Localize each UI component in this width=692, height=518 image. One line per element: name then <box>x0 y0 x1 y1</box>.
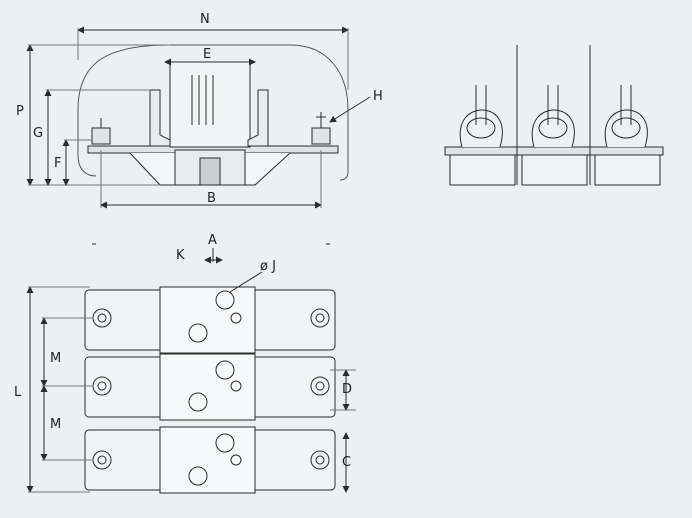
left-terminal-3 <box>92 450 112 470</box>
side-unit-2 <box>521 85 588 186</box>
top-view <box>26 243 356 494</box>
left-clip <box>149 89 171 147</box>
right-terminal-2 <box>310 376 330 396</box>
label-H: H <box>373 89 383 104</box>
label-K: K <box>176 248 185 263</box>
side-unit-1 <box>449 85 516 186</box>
indicator-2 <box>215 360 235 380</box>
label-M-2: M <box>50 417 61 432</box>
side-unit-3 <box>594 85 661 186</box>
label-M-1: M <box>50 351 61 366</box>
indicator-3 <box>215 433 235 453</box>
label-L: L <box>14 385 22 400</box>
label-F: F <box>54 156 61 171</box>
label-B: B <box>207 191 216 206</box>
indicator-1 <box>215 290 235 310</box>
label-J: ø J <box>260 259 276 274</box>
label-G: G <box>33 126 43 141</box>
side-view <box>444 45 664 186</box>
label-C: C <box>342 455 351 470</box>
dim-J-leader <box>229 271 263 293</box>
fuse-body <box>169 61 251 148</box>
right-terminal-1 <box>310 308 330 328</box>
cover-left-lower <box>77 110 97 177</box>
fuse-row-3 <box>84 426 336 494</box>
fuse-row-1 <box>84 286 336 354</box>
label-D: D <box>342 382 352 397</box>
side-base <box>444 146 664 156</box>
right-terminal-3 <box>310 450 330 470</box>
label-A: A <box>208 233 217 248</box>
front-view <box>26 26 371 209</box>
dim-H-leader <box>329 96 371 123</box>
center-slot <box>199 157 221 186</box>
label-P: P <box>16 104 24 119</box>
right-clip <box>247 89 269 147</box>
right-bolt <box>311 112 331 145</box>
cover-outline <box>77 44 349 181</box>
left-bolt <box>91 118 111 145</box>
left-terminal-1 <box>92 308 112 328</box>
left-terminal-2 <box>92 376 112 396</box>
label-N: N <box>200 12 210 27</box>
fuse-row-2 <box>84 353 336 421</box>
label-E: E <box>203 47 211 62</box>
